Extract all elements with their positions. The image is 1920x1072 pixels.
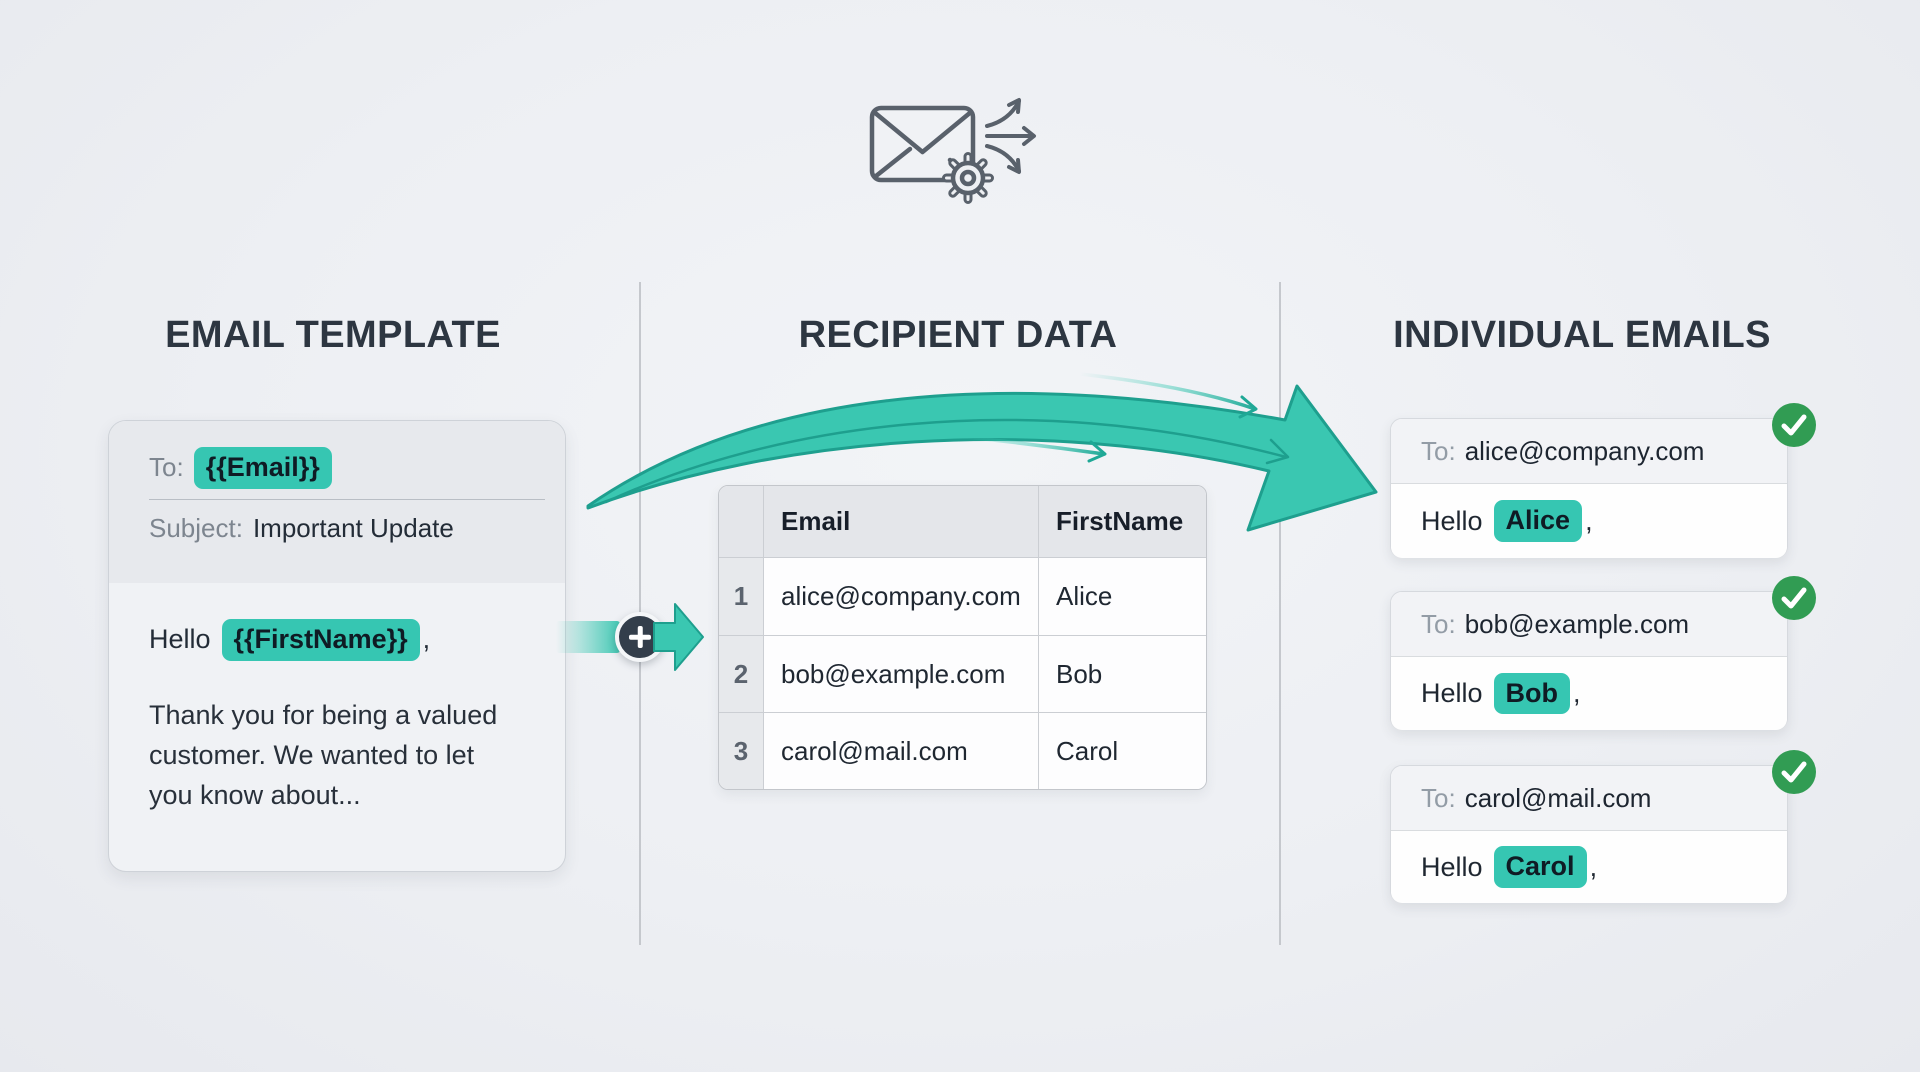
flow-arrow-inner-head: [1265, 438, 1290, 465]
to-label: To:: [1421, 782, 1456, 813]
email-card-bob: To: bob@example.com Hello Bob ,: [1390, 576, 1816, 730]
to-label: To:: [149, 452, 184, 483]
to-label: To:: [1421, 435, 1456, 466]
template-greeting-row: Hello {{FirstName}} ,: [149, 619, 525, 661]
check-icon: [1772, 403, 1816, 447]
flow-arrow-body: [586, 384, 1378, 532]
cell-email: carol@mail.com: [764, 713, 1039, 789]
template-body: Hello {{FirstName}} , Thank you for bein…: [109, 583, 565, 815]
template-subject-row: Subject: Important Update: [149, 513, 543, 544]
greeting-prefix: Hello: [1421, 851, 1483, 882]
template-header: To: {{Email}} Subject: Important Update: [109, 421, 565, 583]
table-corner-cell: [719, 486, 764, 558]
email-card-body: Hello Bob ,: [1391, 657, 1787, 730]
email-card-header: To: bob@example.com: [1391, 592, 1787, 657]
curved-flow-arrow-icon: [586, 372, 1378, 532]
email-card-header: To: carol@mail.com: [1391, 766, 1787, 831]
email-card-alice: To: alice@company.com Hello Alice ,: [1390, 403, 1816, 558]
recipient-data-table: Email FirstName 1 alice@company.com Alic…: [718, 485, 1207, 790]
gear-icon: [942, 152, 994, 204]
cell-firstname: Bob: [1039, 636, 1206, 713]
merge-trail: [556, 621, 620, 653]
email-card-body: Hello Alice ,: [1391, 484, 1787, 558]
paragraph-line: you know about...: [149, 779, 361, 810]
to-value: alice@company.com: [1464, 435, 1705, 466]
column-title-recipient-data: RECIPIENT DATA: [798, 314, 1118, 356]
subject-label: Subject:: [149, 512, 243, 543]
flow-arrow-inner-line: [604, 418, 1288, 504]
to-value: carol@mail.com: [1464, 782, 1652, 813]
firstname-merge-token: {{FirstName}}: [221, 619, 420, 661]
check-icon: [1772, 750, 1816, 794]
subject-value: Important Update: [252, 512, 454, 543]
email-merge-token: {{Email}}: [193, 447, 332, 489]
motion-arrow-lower: [944, 433, 1107, 463]
plus-bar: [637, 626, 643, 648]
template-divider: [149, 498, 545, 500]
envelope-flap: [871, 109, 974, 155]
greeting-punct: ,: [1573, 678, 1581, 708]
greeting-punct: ,: [1589, 851, 1598, 882]
cell-firstname: Carol: [1039, 713, 1206, 789]
paragraph-line: customer. We wanted to let: [149, 739, 475, 770]
fanout-arrows-icon: [985, 98, 1036, 174]
envelope-fold-left: [873, 146, 913, 179]
greeting-prefix: Hello: [149, 624, 211, 655]
column-title-email-template: EMAIL TEMPLATE: [165, 314, 501, 356]
template-paragraph: Thank you for being a valued customer. W…: [149, 695, 525, 815]
email-card-body: Hello Carol ,: [1391, 831, 1787, 903]
paragraph-line: Thank you for being a valued: [149, 699, 498, 730]
greeting-punct: ,: [422, 624, 431, 655]
check-icon: [1772, 576, 1816, 620]
envelope-body: [869, 105, 976, 183]
greeting-punct: ,: [1585, 505, 1593, 536]
cell-firstname: Alice: [1039, 558, 1206, 636]
merged-name: Carol: [1493, 846, 1587, 888]
column-divider-right: [1279, 282, 1281, 945]
greeting-prefix: Hello: [1421, 505, 1483, 536]
column-title-individual-emails: INDIVIDUAL EMAILS: [1393, 314, 1771, 356]
to-value: bob@example.com: [1464, 608, 1690, 639]
row-number: 1: [719, 558, 764, 636]
merged-name: Alice: [1493, 500, 1583, 542]
motion-arrow-upper: [1078, 372, 1258, 419]
merge-arrow-icon: [653, 603, 704, 671]
cell-email: bob@example.com: [764, 636, 1039, 713]
email-card-carol: To: carol@mail.com Hello Carol ,: [1390, 750, 1816, 903]
email-card-header: To: alice@company.com: [1391, 419, 1787, 484]
row-number: 2: [719, 636, 764, 713]
template-to-row: To: {{Email}}: [149, 447, 543, 489]
cell-email: alice@company.com: [764, 558, 1039, 636]
row-number: 3: [719, 713, 764, 789]
to-label: To:: [1421, 608, 1456, 639]
table-header-firstname: FirstName: [1039, 486, 1206, 558]
merged-name: Bob: [1493, 672, 1571, 715]
email-template-card: To: {{Email}} Subject: Important Update …: [108, 420, 566, 872]
table-header-email: Email: [764, 486, 1039, 558]
envelope-gear-fanout-icon: [869, 98, 1036, 204]
greeting-prefix: Hello: [1421, 678, 1483, 708]
